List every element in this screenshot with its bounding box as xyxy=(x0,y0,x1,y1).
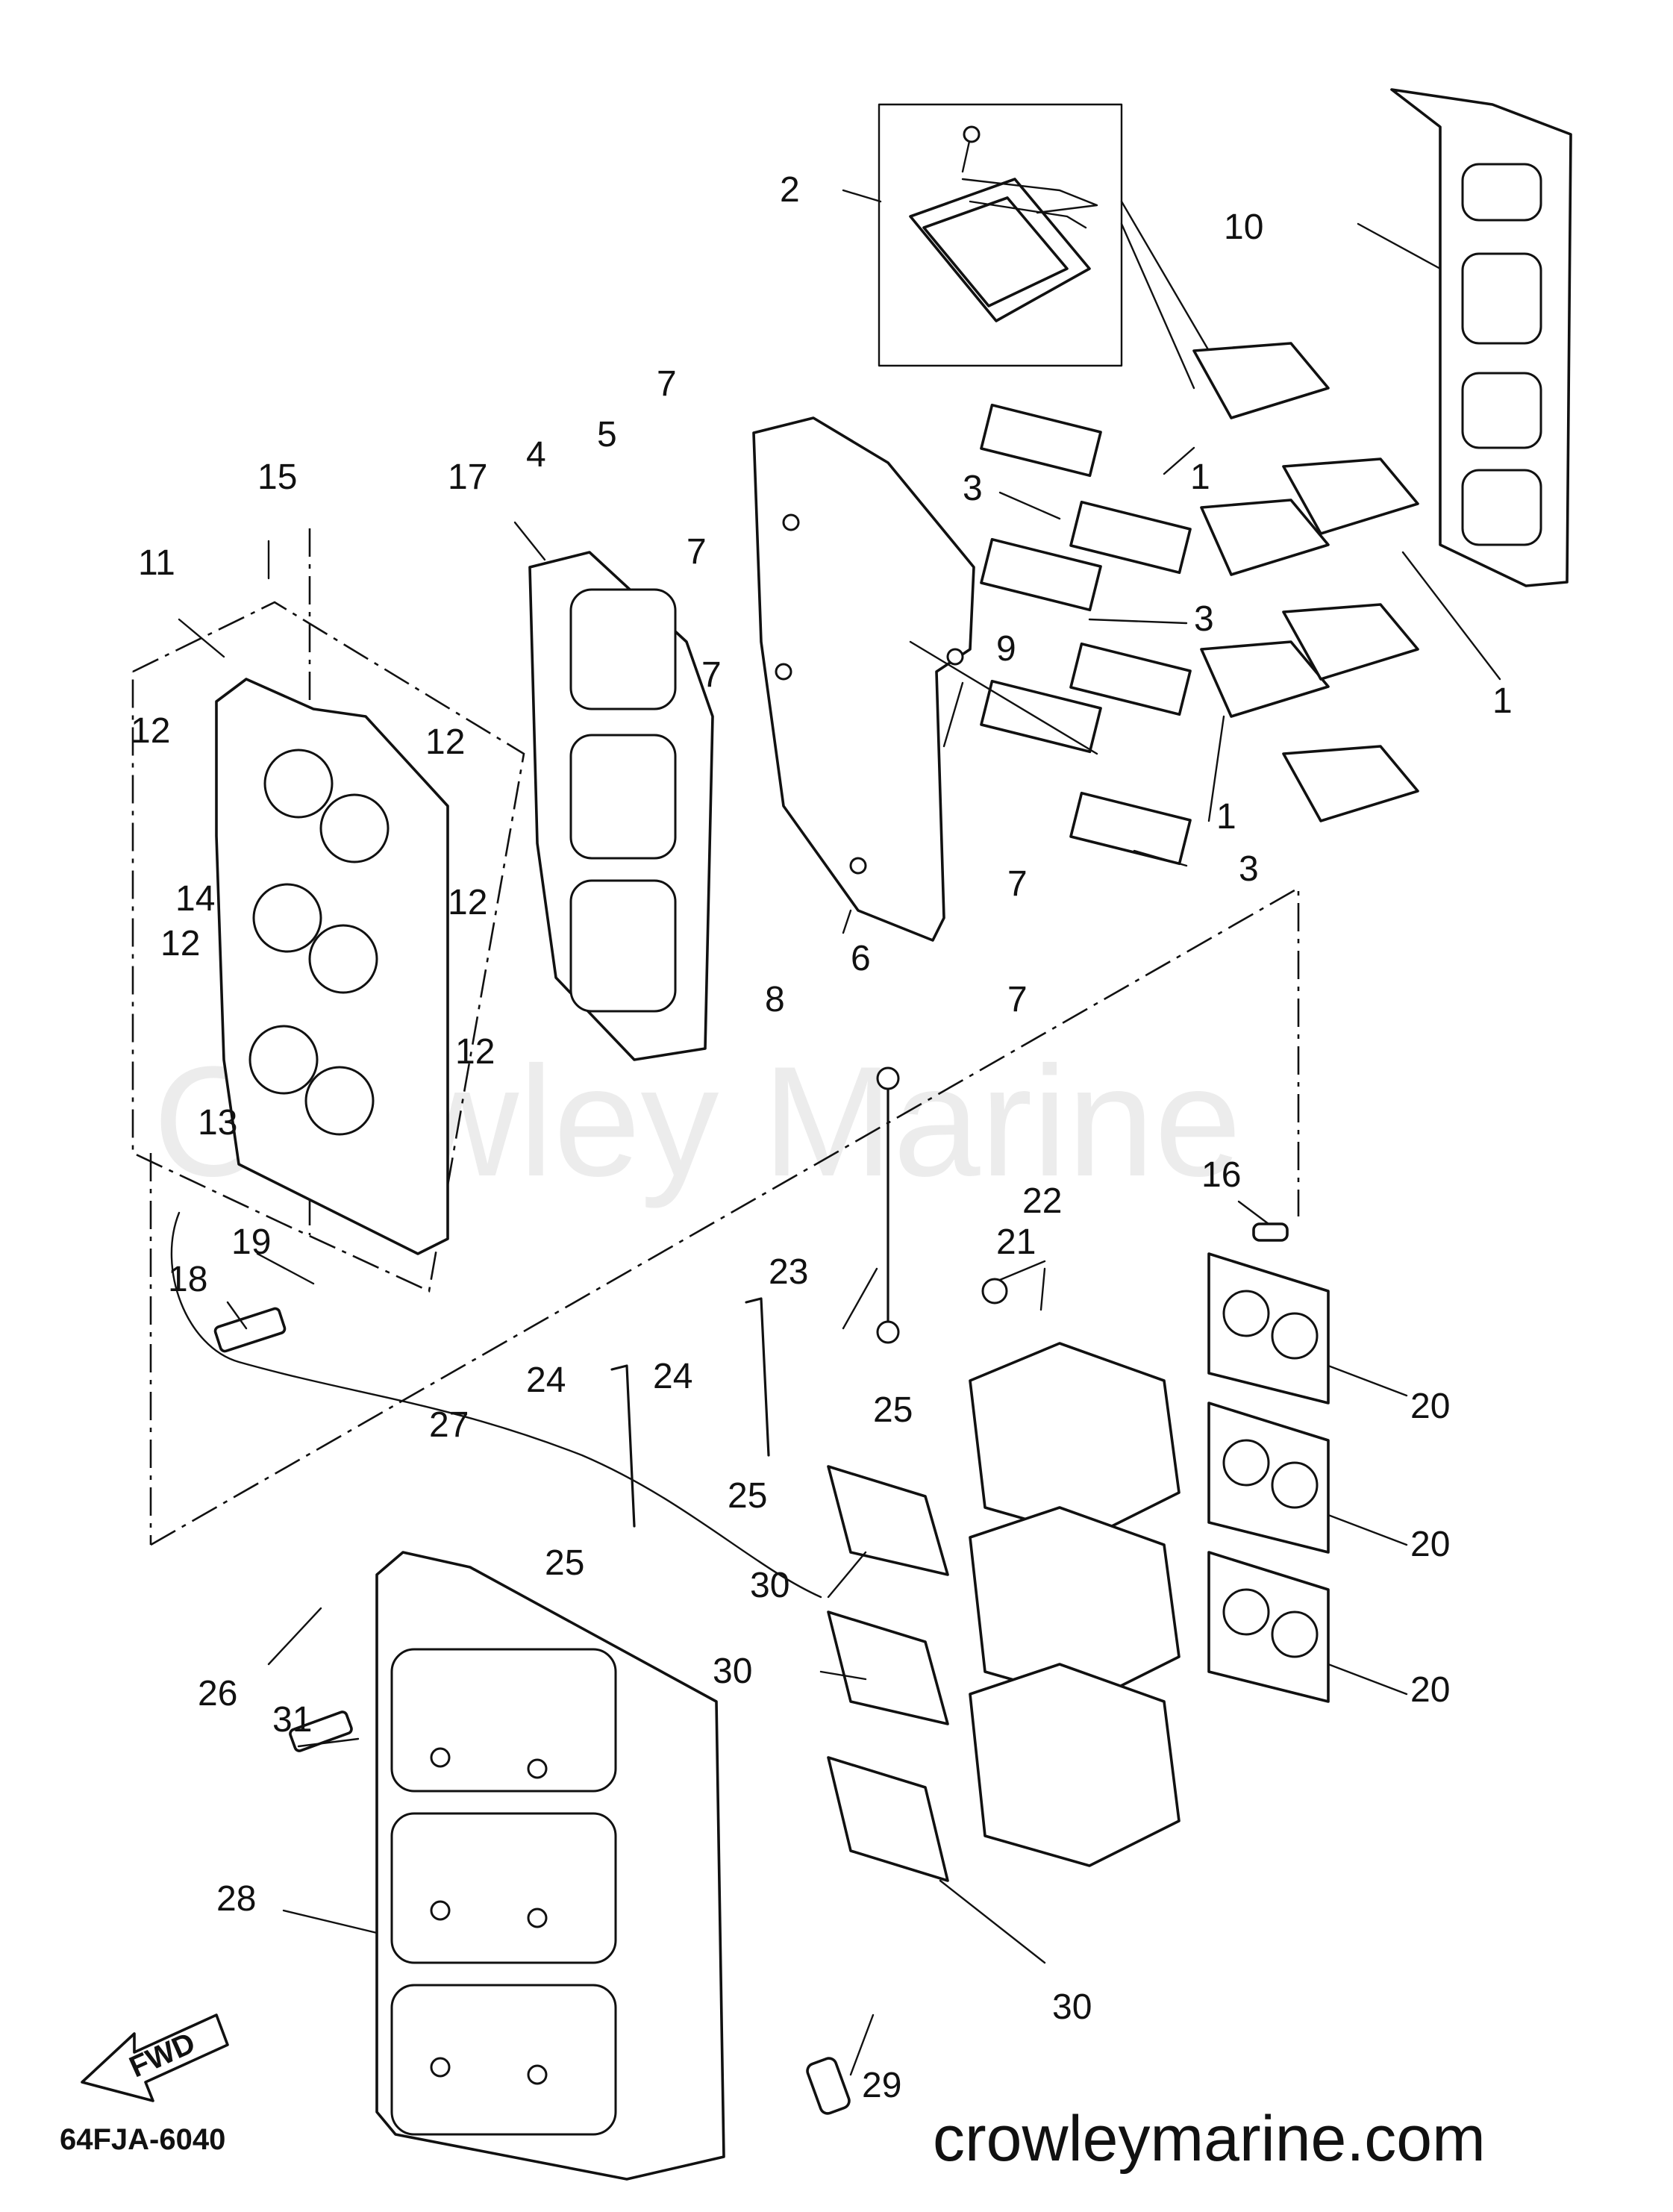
gaskets-30 xyxy=(827,1465,949,1882)
small-parts xyxy=(170,1066,1289,2115)
callout-1b: 1 xyxy=(1216,797,1236,837)
callout-1a: 1 xyxy=(1190,457,1210,497)
callout-30c: 30 xyxy=(1052,1987,1092,2027)
callout-20b: 20 xyxy=(1410,1525,1450,1564)
callout-7b: 7 xyxy=(687,532,707,572)
gasket-17 xyxy=(528,551,714,1061)
callout-25c: 25 xyxy=(545,1543,584,1583)
callout-24b: 24 xyxy=(653,1357,692,1396)
callout-28: 28 xyxy=(216,1879,256,1919)
leader-lines xyxy=(178,189,1501,2076)
callout-labels: 1 1 1 2 3 3 3 4 5 6 7 7 7 7 7 8 9 10 11 … xyxy=(131,170,1513,2105)
callout-27: 27 xyxy=(429,1405,469,1445)
callout-22: 22 xyxy=(1022,1181,1062,1221)
callout-7d: 7 xyxy=(1007,864,1028,904)
callout-25a: 25 xyxy=(873,1390,913,1430)
carburetor-plate-11 xyxy=(215,678,449,1255)
callout-10: 10 xyxy=(1224,207,1263,247)
callout-7e: 7 xyxy=(1007,980,1028,1019)
callout-1c: 1 xyxy=(1492,681,1513,721)
callout-23: 23 xyxy=(769,1252,808,1292)
callout-24a: 24 xyxy=(526,1360,566,1400)
reed-valves-1 xyxy=(1192,342,1419,822)
callout-2: 2 xyxy=(780,170,800,210)
callout-11: 11 xyxy=(138,543,175,583)
callout-3b: 3 xyxy=(1194,599,1214,639)
callout-9: 9 xyxy=(996,629,1016,669)
callout-31: 31 xyxy=(272,1700,312,1740)
callout-6: 6 xyxy=(851,939,871,978)
reed-valve-plate-6 xyxy=(752,416,975,942)
callout-20c: 20 xyxy=(1410,1670,1450,1710)
callout-8: 8 xyxy=(765,980,785,1019)
gasket-10 xyxy=(1390,88,1572,587)
website-link[interactable]: crowleymarine.com xyxy=(933,2103,1486,2175)
diagram-code: 64FJA-6040 xyxy=(60,2123,225,2156)
forward-arrow-icon: FWD xyxy=(81,2013,229,2102)
callout-14: 14 xyxy=(175,879,215,919)
callout-16: 16 xyxy=(1201,1155,1241,1195)
reed-stoppers-3 xyxy=(980,403,1192,866)
callout-5: 5 xyxy=(597,415,617,454)
carburetor-bodies xyxy=(969,1342,1181,1867)
callout-7c: 7 xyxy=(701,655,722,695)
callout-25b: 25 xyxy=(728,1476,767,1516)
callout-18: 18 xyxy=(168,1260,207,1299)
intake-silencer-28 xyxy=(375,1551,725,2181)
callout-20a: 20 xyxy=(1410,1387,1450,1426)
callout-13: 13 xyxy=(198,1103,237,1143)
callout-3a: 3 xyxy=(963,469,983,508)
gaskets-20 xyxy=(1207,1252,1330,1703)
callout-12d: 12 xyxy=(160,924,200,963)
callout-30a: 30 xyxy=(750,1566,789,1605)
callout-12e: 12 xyxy=(455,1032,495,1072)
callout-29: 29 xyxy=(862,2066,901,2105)
callout-21: 21 xyxy=(996,1222,1036,1262)
callout-4: 4 xyxy=(526,435,546,475)
reed-valve-detail-box xyxy=(878,103,1210,390)
callout-15: 15 xyxy=(257,457,297,497)
callout-12c: 12 xyxy=(448,883,487,922)
callout-26: 26 xyxy=(198,1674,237,1713)
callout-3c: 3 xyxy=(1239,849,1259,889)
callout-17: 17 xyxy=(448,457,487,497)
callout-19: 19 xyxy=(231,1222,271,1262)
callout-12b: 12 xyxy=(425,722,465,762)
callout-7a: 7 xyxy=(657,364,677,404)
callout-12a: 12 xyxy=(131,711,170,751)
callout-30b: 30 xyxy=(713,1652,752,1691)
